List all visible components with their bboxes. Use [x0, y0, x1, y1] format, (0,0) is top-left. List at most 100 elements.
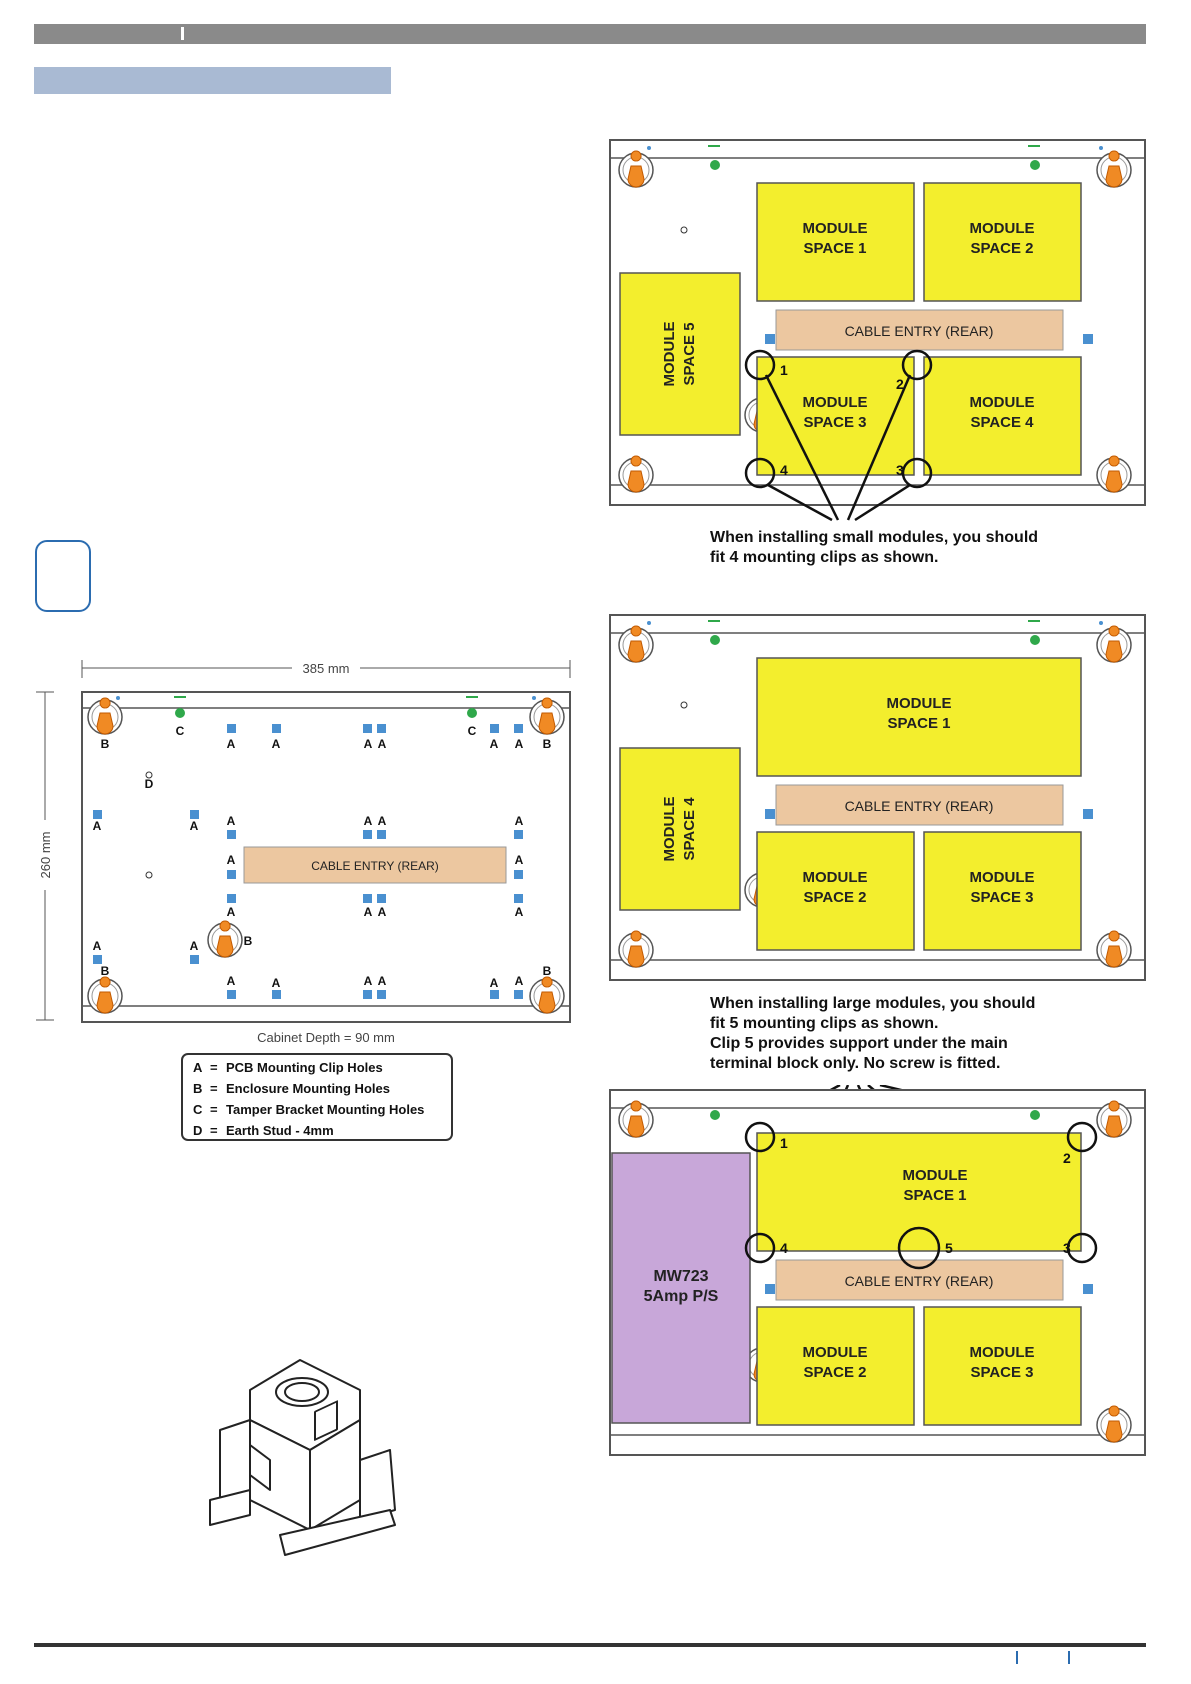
caption-line: When installing small modules, you shoul… — [710, 529, 1038, 546]
clip-marker — [901, 457, 933, 489]
hole-letter: B — [101, 964, 110, 978]
legend-eq: = — [210, 1123, 218, 1138]
hole-letter: A — [272, 976, 281, 990]
hole-letter: C — [176, 724, 185, 738]
space-label: SPACE 4 — [681, 797, 698, 861]
height-dimension: 260 mm — [38, 832, 53, 879]
hole-letter: A — [378, 905, 387, 919]
module-label: MODULE — [970, 1344, 1035, 1361]
legend-eq: = — [210, 1081, 218, 1096]
hole-letter: A — [378, 814, 387, 828]
legend-text: Enclosure Mounting Holes — [226, 1081, 390, 1096]
psu-label: MW723 — [653, 1268, 708, 1285]
section-heading-bar — [34, 67, 391, 94]
cable-entry-label: CABLE ENTRY (REAR) — [311, 859, 439, 873]
legend-text: Earth Stud - 4mm — [226, 1123, 334, 1138]
hole-letter: A — [364, 974, 373, 988]
cable-entry-label: CABLE ENTRY (REAR) — [845, 323, 994, 339]
caption-line: fit 5 mounting clips as shown. — [710, 1015, 938, 1032]
module-space-2 — [756, 831, 915, 951]
hole-letter: A — [227, 974, 236, 988]
header-divider — [181, 27, 184, 40]
hole-letter: B — [244, 934, 253, 948]
hole-letter: A — [272, 737, 281, 751]
clip-number: 3 — [1063, 1240, 1071, 1256]
cable-entry-label: CABLE ENTRY (REAR) — [845, 798, 994, 814]
space-label: SPACE 3 — [970, 1364, 1033, 1381]
module-label: MODULE — [803, 394, 868, 411]
hole-letter: A — [227, 814, 236, 828]
clip-number: 4 — [780, 1240, 788, 1256]
hole-letter: A — [364, 737, 373, 751]
legend-key: A — [193, 1060, 203, 1075]
footer-rule — [34, 1643, 1146, 1647]
module-label: MODULE — [803, 1344, 868, 1361]
clip-marker — [744, 349, 776, 381]
psu-layout-diagram: MW723 5Amp P/S MODULE SPACE 1 CABLE ENTR… — [609, 1085, 1146, 1456]
clip-marker — [744, 457, 776, 489]
hole-letter: A — [378, 737, 387, 751]
space-label: SPACE 1 — [887, 715, 950, 732]
footer-divider — [1068, 1651, 1070, 1664]
space-label: SPACE 2 — [803, 889, 866, 906]
hole-letter: A — [190, 819, 199, 833]
cable-entry — [775, 309, 1064, 351]
space-label: SPACE 3 — [970, 889, 1033, 906]
small-modules-diagram: + MODULE SPACE 5 MODULE SPACE 1 MODULE S… — [609, 139, 1146, 566]
footer-divider — [1016, 1651, 1018, 1664]
module-label: MODULE — [970, 869, 1035, 886]
hole-letter: A — [490, 737, 499, 751]
module-label: MODULE — [887, 695, 952, 712]
clip-number: 1 — [780, 362, 788, 378]
hole-letter: A — [490, 976, 499, 990]
space-label: SPACE 3 — [803, 414, 866, 431]
clip-arrows — [764, 374, 912, 522]
hole-letter: A — [515, 737, 524, 751]
cable-entry-label: CABLE ENTRY (REAR) — [845, 1273, 994, 1289]
drilling-template-drawing: 385 mm 260 mm CABLE ENTRY (REAR) B C C B… — [36, 660, 571, 1141]
large-modules-diagram: MODULE SPACE 4 MODULE SPACE 1 CABLE ENTR… — [609, 614, 1146, 1072]
clip-number: 4 — [780, 462, 788, 478]
space-label: SPACE 1 — [903, 1187, 966, 1204]
clip-marker — [901, 349, 933, 381]
legend-text: PCB Mounting Clip Holes — [226, 1060, 383, 1075]
caption-line: When installing large modules, you shoul… — [710, 995, 1035, 1012]
legend-eq: = — [210, 1060, 218, 1075]
note-icon-box — [35, 540, 91, 612]
psu-module — [611, 1152, 751, 1424]
hole-letter: A — [515, 814, 524, 828]
legend-key: B — [193, 1081, 202, 1096]
module-label: MODULE — [661, 797, 678, 862]
hole-letter: B — [543, 737, 552, 751]
module-space-4 — [923, 356, 1082, 476]
space-label: SPACE 4 — [970, 414, 1034, 431]
hole-letter: A — [515, 853, 524, 867]
width-dimension: 385 mm — [303, 661, 350, 676]
legend-key: C — [193, 1102, 203, 1117]
hole-letter: A — [515, 974, 524, 988]
clip-number: 3 — [896, 462, 904, 478]
hole-letter: A — [93, 819, 102, 833]
legend-eq: = — [210, 1102, 218, 1117]
hole-letter: C — [468, 724, 477, 738]
clip-number: 2 — [1063, 1150, 1071, 1166]
module-label: MODULE — [803, 869, 868, 886]
hole-letter: D — [145, 777, 154, 791]
hole-letter: A — [190, 939, 199, 953]
module-space-3 — [923, 831, 1082, 951]
legend-key: D — [193, 1123, 202, 1138]
header-bar — [34, 24, 1146, 44]
module-label: MODULE — [903, 1167, 968, 1184]
space-label: SPACE 5 — [681, 322, 698, 385]
hole-letter: B — [101, 737, 110, 751]
hole-letter: A — [93, 939, 102, 953]
module-label: MODULE — [803, 220, 868, 237]
clip-number: 5 — [945, 1240, 953, 1256]
caption-line: terminal block only. No screw is fitted. — [710, 1055, 1000, 1072]
hole-letter: A — [227, 905, 236, 919]
psu-label: 5Amp P/S — [644, 1288, 719, 1305]
space-label: SPACE 1 — [803, 240, 866, 257]
space-label: SPACE 2 — [803, 1364, 866, 1381]
hole-letter: A — [378, 974, 387, 988]
space-label: SPACE 2 — [970, 240, 1033, 257]
